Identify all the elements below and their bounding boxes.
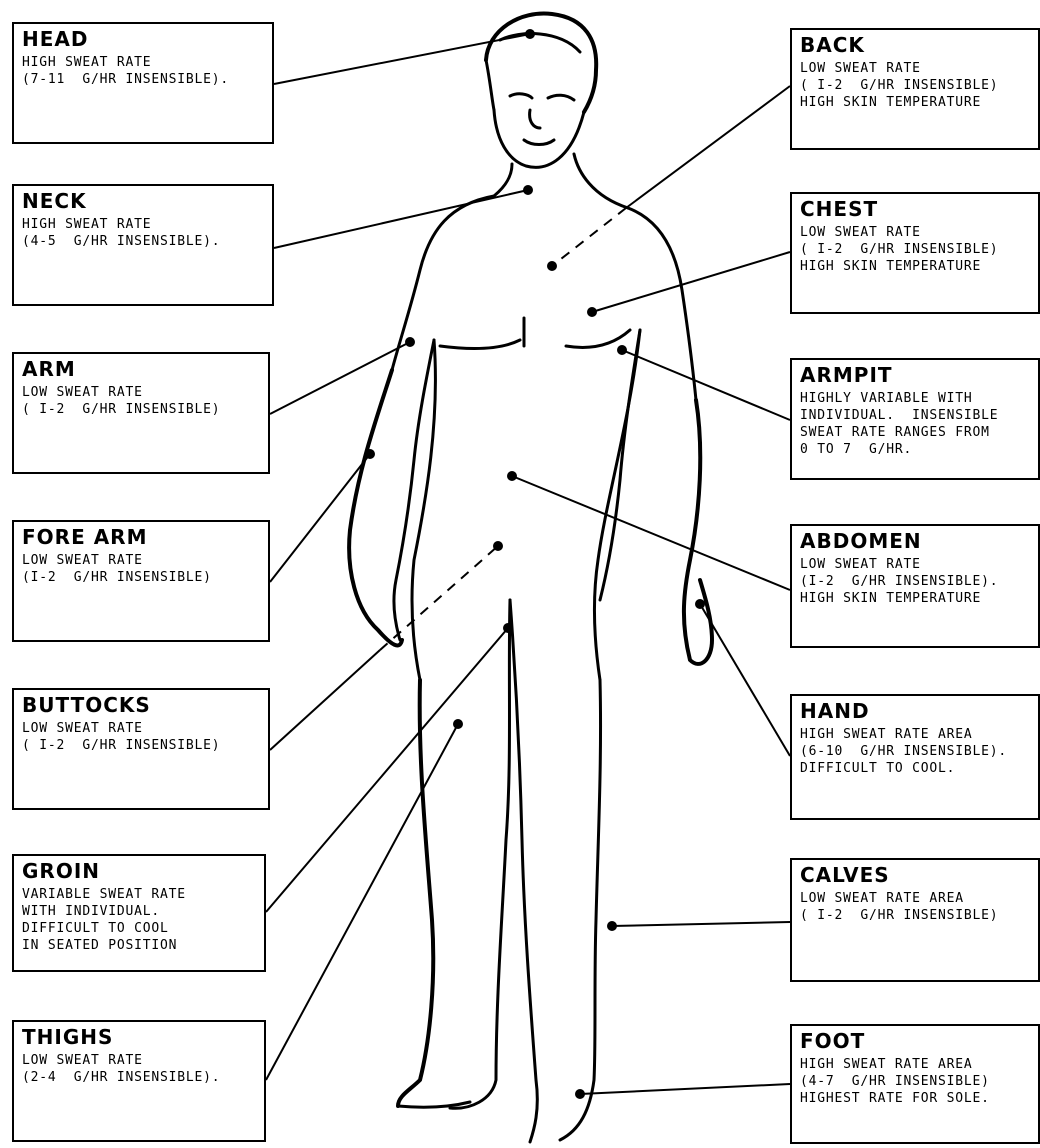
label-box-neck: NECK HIGH SWEAT RATE (4-5 G/HR INSENSIBL… xyxy=(12,184,274,306)
label-title-abdomen: ABDOMEN xyxy=(800,530,1032,552)
label-line: ( I-2 G/HR INSENSIBLE) xyxy=(800,241,1032,258)
leader-line-head xyxy=(274,34,530,84)
label-line: HIGH SWEAT RATE AREA xyxy=(800,726,1032,743)
leader-dot-head xyxy=(526,30,534,38)
leader-line-armpit xyxy=(622,350,790,420)
label-line: ( I-2 G/HR INSENSIBLE) xyxy=(800,77,1032,94)
label-line: WITH INDIVIDUAL. xyxy=(22,903,258,920)
label-title-calves: CALVES xyxy=(800,864,1032,886)
leader-dot-calves xyxy=(608,922,616,930)
label-title-groin: GROIN xyxy=(22,860,258,882)
label-title-head: HEAD xyxy=(22,28,266,50)
leader-dot-abdomen xyxy=(508,472,516,480)
label-line: (4-5 G/HR INSENSIBLE). xyxy=(22,233,266,250)
label-line: ( I-2 G/HR INSENSIBLE) xyxy=(22,401,262,418)
label-line: VARIABLE SWEAT RATE xyxy=(22,886,258,903)
leader-dot-chest xyxy=(588,308,596,316)
label-box-armpit: ARMPIT HIGHLY VARIABLE WITH INDIVIDUAL. … xyxy=(790,358,1040,480)
label-line: LOW SWEAT RATE xyxy=(22,384,262,401)
label-line: LOW SWEAT RATE xyxy=(800,224,1032,241)
label-line: HIGHLY VARIABLE WITH xyxy=(800,390,1032,407)
label-line: HIGH SKIN TEMPERATURE xyxy=(800,258,1032,275)
label-box-head: HEAD HIGH SWEAT RATE (7-11 G/HR INSENSIB… xyxy=(12,22,274,144)
leader-line-hand xyxy=(700,604,790,756)
label-box-forearm: FORE ARM LOW SWEAT RATE (I-2 G/HR INSENS… xyxy=(12,520,270,642)
leader-dot-neck xyxy=(524,186,532,194)
label-title-chest: CHEST xyxy=(800,198,1032,220)
label-box-back: BACK LOW SWEAT RATE ( I-2 G/HR INSENSIBL… xyxy=(790,28,1040,150)
label-title-neck: NECK xyxy=(22,190,266,212)
leader-dot-forearm xyxy=(366,450,374,458)
leader-line-chest xyxy=(592,252,790,312)
label-line: (6-10 G/HR INSENSIBLE). xyxy=(800,743,1032,760)
label-line: LOW SWEAT RATE xyxy=(800,556,1032,573)
label-line: LOW SWEAT RATE xyxy=(800,60,1032,77)
label-line: ( I-2 G/HR INSENSIBLE) xyxy=(800,907,1032,924)
label-line: DIFFICULT TO COOL xyxy=(22,920,258,937)
label-line: SWEAT RATE RANGES FROM xyxy=(800,424,1032,441)
leader-line-forearm xyxy=(270,454,370,582)
label-title-armpit: ARMPIT xyxy=(800,364,1032,386)
label-line: (7-11 G/HR INSENSIBLE). xyxy=(22,71,266,88)
label-line: HIGH SWEAT RATE xyxy=(22,216,266,233)
leader-dot-arm xyxy=(406,338,414,346)
leader-lines xyxy=(266,30,790,1098)
leader-dot-hand xyxy=(696,600,704,608)
label-title-buttocks: BUTTOCKS xyxy=(22,694,262,716)
label-box-thighs: THIGHS LOW SWEAT RATE (2-4 G/HR INSENSIB… xyxy=(12,1020,266,1142)
label-title-thighs: THIGHS xyxy=(22,1026,258,1048)
label-line: 0 TO 7 G/HR. xyxy=(800,441,1032,458)
leader-line-foot xyxy=(580,1084,790,1094)
label-line: LOW SWEAT RATE xyxy=(22,552,262,569)
leader-dot-back xyxy=(548,262,556,270)
label-box-abdomen: ABDOMEN LOW SWEAT RATE (I-2 G/HR INSENSI… xyxy=(790,524,1040,648)
label-line: (4-7 G/HR INSENSIBLE) xyxy=(800,1073,1032,1090)
body-outline xyxy=(349,13,712,1142)
label-title-back: BACK xyxy=(800,34,1032,56)
leader-line-calves xyxy=(612,922,790,926)
label-box-hand: HAND HIGH SWEAT RATE AREA (6-10 G/HR INS… xyxy=(790,694,1040,820)
leader-line-back-dashed xyxy=(552,208,626,266)
label-box-groin: GROIN VARIABLE SWEAT RATE WITH INDIVIDUA… xyxy=(12,854,266,972)
label-box-buttocks: BUTTOCKS LOW SWEAT RATE ( I-2 G/HR INSEN… xyxy=(12,688,270,810)
label-title-arm: ARM xyxy=(22,358,262,380)
label-line: LOW SWEAT RATE xyxy=(22,1052,258,1069)
label-title-hand: HAND xyxy=(800,700,1032,722)
leader-line-buttocks xyxy=(270,650,380,750)
label-line: LOW SWEAT RATE xyxy=(22,720,262,737)
leader-line-back xyxy=(626,86,790,208)
label-line: ( I-2 G/HR INSENSIBLE) xyxy=(22,737,262,754)
label-line: LOW SWEAT RATE AREA xyxy=(800,890,1032,907)
label-line: HIGHEST RATE FOR SOLE. xyxy=(800,1090,1032,1107)
leader-dot-armpit xyxy=(618,346,626,354)
label-line: HIGH SKIN TEMPERATURE xyxy=(800,94,1032,111)
leader-line-groin xyxy=(266,628,508,912)
label-line: DIFFICULT TO COOL. xyxy=(800,760,1032,777)
label-box-arm: ARM LOW SWEAT RATE ( I-2 G/HR INSENSIBLE… xyxy=(12,352,270,474)
label-box-calves: CALVES LOW SWEAT RATE AREA ( I-2 G/HR IN… xyxy=(790,858,1040,982)
label-line: (I-2 G/HR INSENSIBLE). xyxy=(800,573,1032,590)
leader-dot-buttocks xyxy=(494,542,502,550)
label-line: (I-2 G/HR INSENSIBLE) xyxy=(22,569,262,586)
label-box-foot: FOOT HIGH SWEAT RATE AREA (4-7 G/HR INSE… xyxy=(790,1024,1040,1144)
label-line: IN SEATED POSITION xyxy=(22,937,258,954)
label-line: HIGH SKIN TEMPERATURE xyxy=(800,590,1032,607)
label-title-forearm: FORE ARM xyxy=(22,526,262,548)
leader-line-abdomen xyxy=(512,476,790,590)
label-line: HIGH SWEAT RATE AREA xyxy=(800,1056,1032,1073)
label-line: (2-4 G/HR INSENSIBLE). xyxy=(22,1069,258,1086)
leader-dot-foot xyxy=(576,1090,584,1098)
label-line: INDIVIDUAL. INSENSIBLE xyxy=(800,407,1032,424)
leader-line-neck xyxy=(274,190,528,248)
label-title-foot: FOOT xyxy=(800,1030,1032,1052)
leader-dot-groin xyxy=(504,624,512,632)
leader-line-buttocks-dashed xyxy=(380,546,498,650)
label-line: HIGH SWEAT RATE xyxy=(22,54,266,71)
leader-dot-thighs xyxy=(454,720,462,728)
label-box-chest: CHEST LOW SWEAT RATE ( I-2 G/HR INSENSIB… xyxy=(790,192,1040,314)
